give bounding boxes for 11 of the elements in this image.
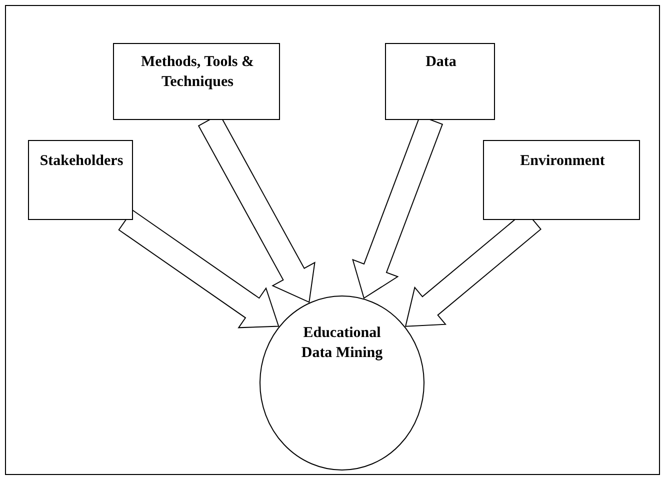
node-label: Data: [424, 53, 458, 72]
concept-box: [28, 140, 133, 220]
concept-box: [483, 140, 640, 220]
block-arrow: [118, 209, 280, 328]
node-label: Educational Data Mining: [300, 324, 384, 364]
concept-circle: [259, 295, 425, 471]
concept-box: [113, 43, 280, 120]
concept-box: [385, 43, 495, 120]
node-label: Methods, Tools & Techniques: [140, 53, 255, 92]
node-label: Stakeholders: [38, 152, 124, 171]
node-label: Environment: [519, 152, 606, 171]
